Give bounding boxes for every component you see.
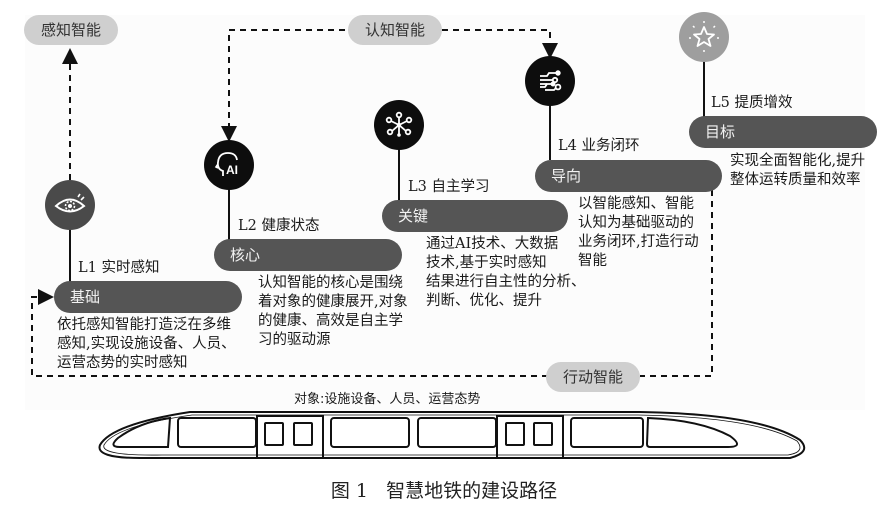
window — [570, 417, 644, 448]
action-dashed-loop-left — [31, 289, 548, 377]
level-2-icon-circle: AI — [204, 140, 254, 190]
window — [177, 417, 257, 448]
level-3-bar: 关键 — [382, 200, 568, 232]
door-window — [293, 422, 313, 446]
train-body — [98, 411, 806, 459]
subway-train-illustration — [98, 411, 806, 459]
level-5-label: L5 提质增效 — [711, 95, 793, 111]
ai-head-icon: AI — [214, 152, 238, 177]
level-3-icon-circle — [374, 100, 424, 150]
window — [417, 417, 497, 448]
svg-text:AI: AI — [226, 163, 238, 177]
level-4-label: L4 业务闭环 — [558, 138, 640, 154]
perception-intelligence-tag: 感知智能 — [24, 15, 118, 45]
level-5-bar: 目标 — [689, 116, 877, 148]
level-3-description: 通过AI技术、大数据 技术,基于实时感知 结果进行自主性的分析、 判断、优化、提… — [426, 236, 586, 309]
cognition-dashed-arrow-left — [228, 29, 348, 140]
level-4-bar: 导向 — [535, 160, 722, 192]
star-icon — [689, 21, 719, 52]
figure-caption: 图 1 智慧地铁的建设路径 — [330, 480, 558, 502]
window — [330, 417, 410, 448]
level-1-bar: 基础 — [54, 281, 242, 313]
cognition-intelligence-tag: 认知智能 — [348, 15, 442, 45]
front-window-right — [645, 416, 738, 448]
level-4-icon-circle — [525, 56, 575, 106]
train-body-inner — [103, 414, 801, 456]
network-hub-icon — [385, 111, 413, 137]
door-frame — [496, 415, 564, 459]
level-5-description: 实现全面智能化,提升 整体运转质量和效率 — [730, 153, 866, 188]
level-1-label: L1 实时感知 — [78, 260, 160, 276]
door-window — [505, 422, 525, 446]
circuit-icon — [540, 70, 562, 91]
target-objects-label: 对象:设施设备、人员、运营态势 — [294, 392, 481, 407]
level-5-icon-circle — [679, 12, 729, 62]
door-window — [264, 422, 284, 446]
level-2-bar: 核心 — [214, 239, 402, 271]
level-1-icon-circle — [45, 180, 95, 230]
action-dashed-loop-right — [640, 190, 713, 377]
level-2-description: 认知智能的核心是围绕 着对象的健康展开,对象 的健康、高效是自主学 习的驱动源 — [258, 275, 408, 348]
level-3-label: L3 自主学习 — [408, 179, 490, 195]
level-2-label: L2 健康状态 — [238, 218, 320, 234]
action-intelligence-tag: 行动智能 — [546, 362, 640, 392]
level-4-description: 以智能感知、智能 认知为基础驱动的 业务闭环,打造行动 智能 — [578, 196, 699, 269]
door-window — [533, 422, 553, 446]
level-1-description: 依托感知智能打造泛在多维 感知,实现设施设备、人员、 运营态势的实时感知 — [57, 317, 236, 371]
front-window-left — [112, 416, 172, 448]
eye-icon — [54, 193, 86, 213]
cognition-dashed-arrow-right — [442, 29, 558, 59]
door-frame — [256, 415, 324, 459]
